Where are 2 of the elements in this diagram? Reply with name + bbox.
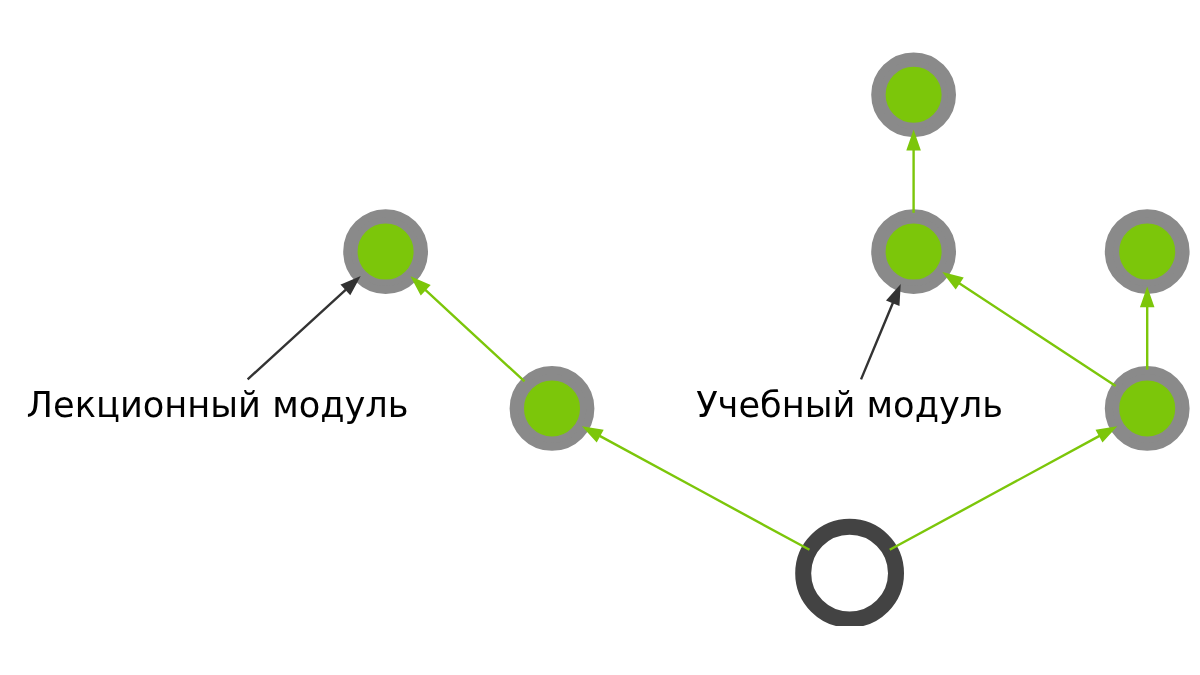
node-text: Учебный модуль: [696, 383, 1004, 425]
node-text: Лекционный модуль: [26, 383, 409, 425]
